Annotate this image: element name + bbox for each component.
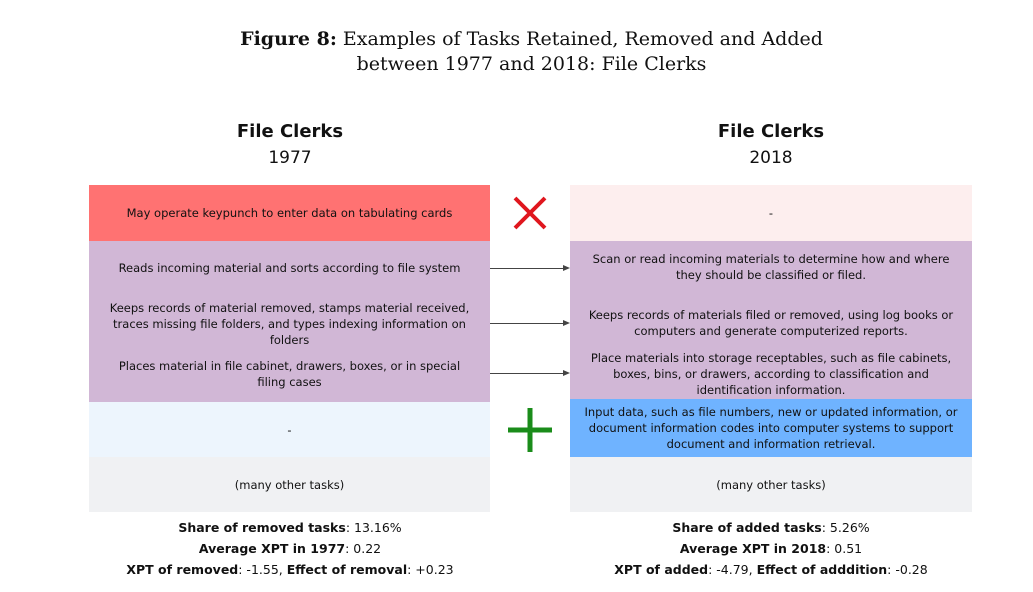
other-tasks: (many other tasks) [89,457,490,512]
right-stats: Share of added tasks: 5.26% Average XPT … [614,520,928,577]
left-header: File Clerks 1977 [89,121,491,168]
retained-task: Reads incoming material and sorts accord… [118,261,461,275]
arrow-icon [490,265,570,271]
figure-title: Figure 8: Examples of Tasks Retained, Re… [0,27,1033,77]
cross-icon [513,196,547,230]
other-tasks: (many other tasks) [570,457,972,512]
removed-task: May operate keypunch to enter data on ta… [89,185,490,241]
right-header: File Clerks 2018 [570,121,972,168]
occupation: File Clerks [236,121,344,142]
year: 2018 [749,148,793,168]
arrow-icon [490,320,570,326]
removed-placeholder: - [570,185,972,241]
plus-icon [508,408,552,452]
retained-block-left [89,241,490,402]
added-task: Input data, such as file numbers, new or… [570,399,972,457]
retained-block-right [570,241,972,399]
title-line-1: Examples of Tasks Retained, Removed and … [342,28,823,50]
figure-label: Figure 8: [240,28,337,50]
retained-task: Place materials into storage receptables… [590,351,952,397]
retained-task: Keeps records of materials filed or remo… [588,308,954,338]
retained-task: Keeps records of material removed, stamp… [109,301,470,347]
year: 1977 [268,148,312,168]
left-stats: Share of removed tasks: 13.16% Average X… [126,520,454,577]
added-placeholder: - [89,402,490,457]
retained-task: Scan or read incoming materials to deter… [592,252,950,282]
occupation: File Clerks [717,121,825,142]
title-line-2: between 1977 and 2018: File Clerks [356,53,707,75]
retained-task: Places material in file cabinet, drawers… [118,359,461,389]
arrow-icon [490,370,570,376]
